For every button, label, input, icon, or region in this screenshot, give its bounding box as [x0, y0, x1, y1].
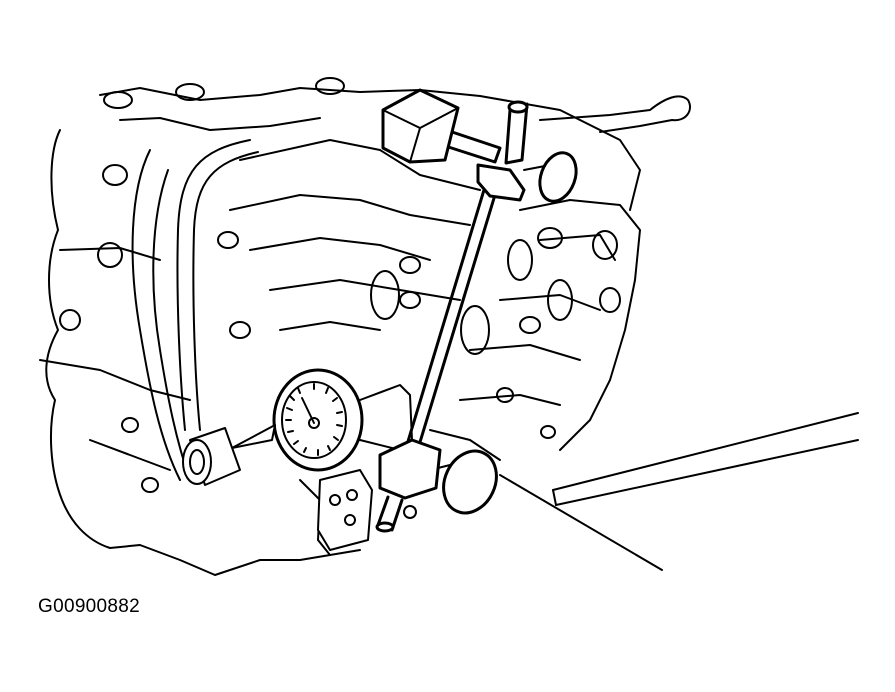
- pipe: [177, 96, 690, 430]
- camshaft-lobes: [371, 240, 572, 354]
- bolts: [60, 78, 620, 518]
- flat-bar: [500, 413, 858, 570]
- gauge-stand: [377, 90, 583, 531]
- camshaft-end: [183, 428, 240, 485]
- dial-gauge: [225, 370, 412, 470]
- figure-id-label: G00900882: [38, 596, 141, 617]
- lower-bracket: [318, 470, 372, 550]
